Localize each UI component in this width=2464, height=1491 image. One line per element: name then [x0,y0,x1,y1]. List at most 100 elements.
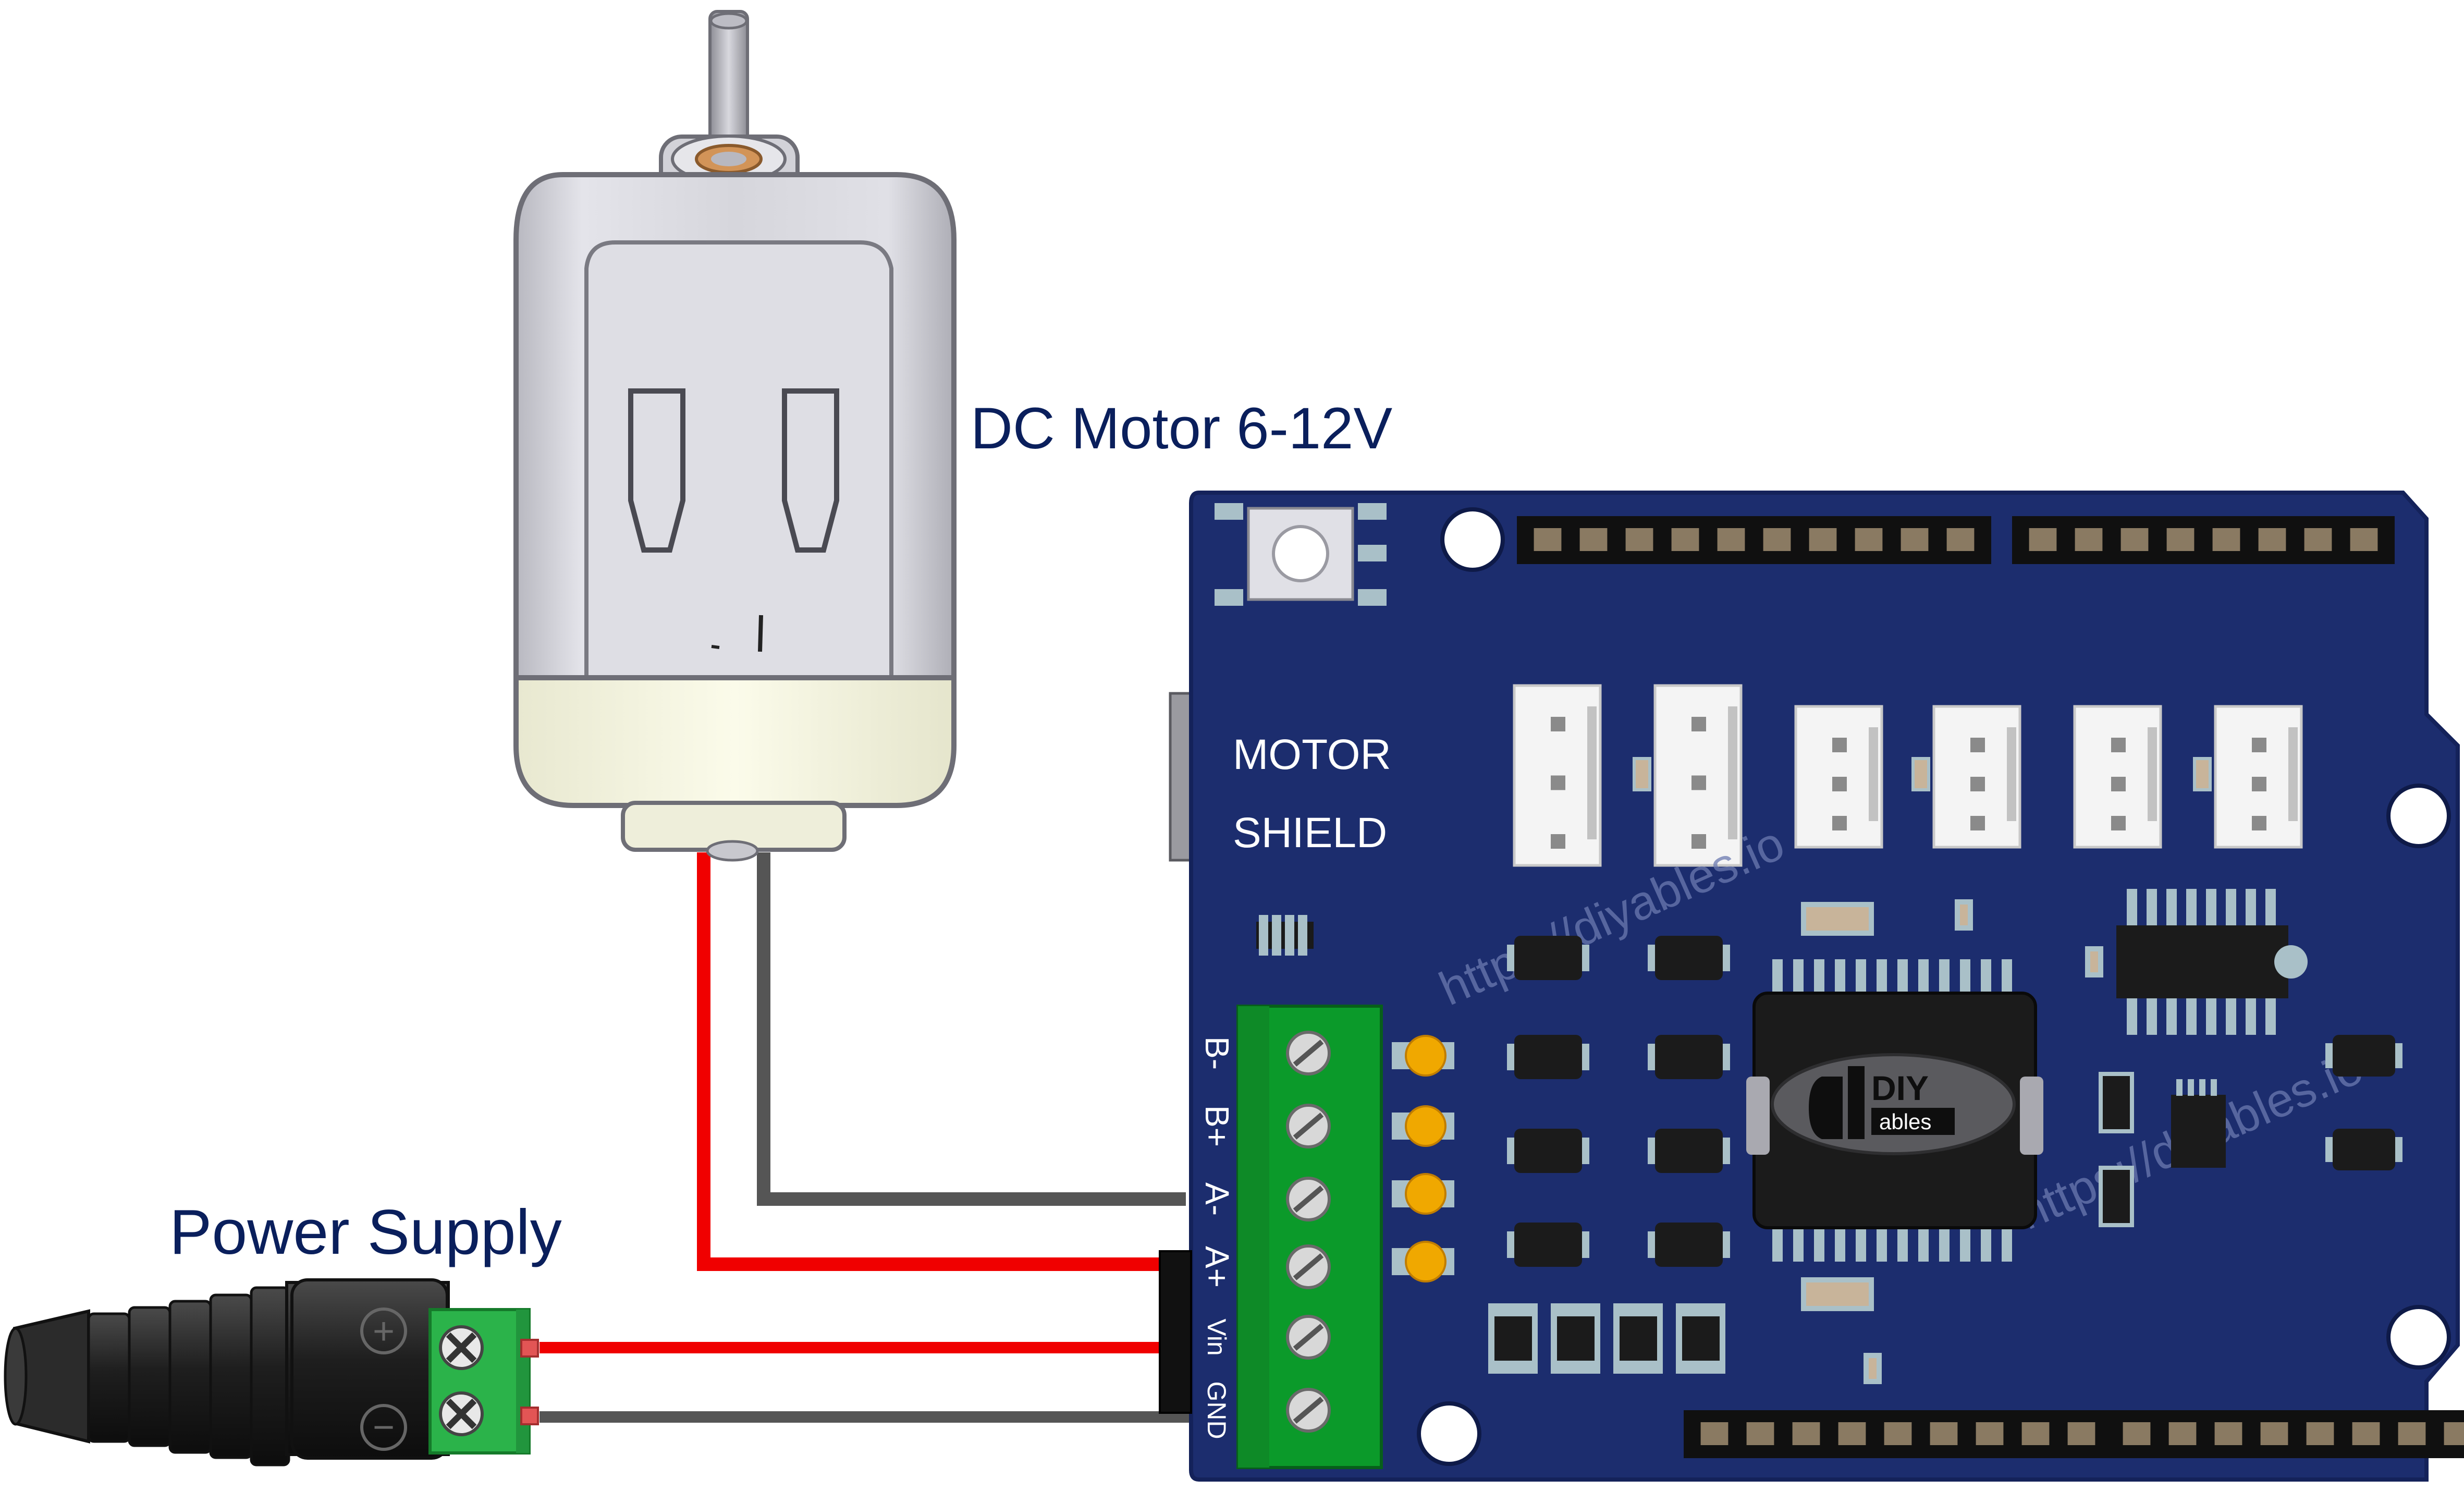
chip-pin [1897,959,1908,996]
ic-pin [2206,889,2216,928]
chip-pin [1960,1225,1970,1262]
header-pin [2029,528,2057,551]
smd-diode [1514,1129,1582,1173]
smd-parts [1488,899,2402,1384]
header-bottom-left [1684,1410,2158,1458]
motor-vent-left [628,388,685,553]
servo-pin [2252,777,2266,791]
header-pin [1809,528,1837,551]
ic-pin [2127,889,2137,928]
terminal-label-aplus: A+ [1198,1246,1236,1288]
status-leds [1392,1035,1454,1282]
servo-pin [1970,777,1985,791]
led-icon [1405,1173,1446,1215]
strain-relief [87,1286,290,1466]
header-pin [2021,1422,2050,1445]
resistor-array [2099,1166,2134,1227]
ic-chip-small [2171,1079,2226,1168]
header-pin [1976,1422,2004,1445]
header-pin [1884,1422,1912,1445]
header-top-right [2012,516,2395,564]
header-pin [1946,528,1975,551]
chip-pin [1877,1225,1887,1262]
servo-pin [1551,775,1565,790]
servo-pin [2111,738,2126,752]
smd-resistor [1911,757,1930,791]
ic-pin [2166,889,2177,928]
logo-text-bottom: ables [1879,1109,1931,1134]
shield-title-line1: MOTOR [1233,731,1391,778]
header-pin [1763,528,1791,551]
header-bottom-right [2106,1410,2464,1458]
header-pin [1579,528,1608,551]
header-pin [2212,528,2240,551]
ic-pin [2147,996,2157,1035]
chip-pin [1981,1225,1991,1262]
servo-pin [1832,738,1847,752]
chip-pin [1897,1225,1908,1262]
header-pin [1901,528,1929,551]
smd-diode [1514,936,1582,980]
motor-shield-board: MOTOR SHIELD https://diyables.io https:/… [1159,491,2464,1482]
led-icon [1405,1241,1446,1282]
header-top-left [1517,516,1991,564]
header-pin [2352,1422,2380,1445]
servo-pin [1832,816,1847,830]
smd-transistor [1557,1316,1595,1361]
terminal-label-bminus: B- [1198,1036,1236,1070]
header-pin [1838,1422,1866,1445]
ic-pin [2265,889,2276,928]
chip-pin [1814,1225,1824,1262]
logo-text-top: DIY [1871,1069,1929,1107]
ic-pin [2186,889,2197,928]
ic-pin [2265,996,2276,1035]
chip-pin [1814,959,1824,996]
smd-resistor [2193,757,2212,791]
header-pin [2260,1422,2288,1445]
smd-diode [1655,1223,1723,1267]
smd-resistor [1801,1277,1874,1311]
servo-pin [2111,777,2126,791]
screw-terminal-block [1236,1005,1383,1469]
motor-end-cap [513,675,957,808]
motor-vent-right [782,388,839,553]
ic-pin [2166,996,2177,1035]
header-pin [2444,1422,2464,1445]
servo-pin [1970,816,1985,830]
smd-diode [1514,1035,1582,1079]
dc-power-jack-icon: + − [4,1278,539,1466]
header-pin [2123,1422,2151,1445]
servo-pin [2252,816,2266,830]
wire-motor-red [697,852,1186,1271]
smd-diode [1655,1129,1723,1173]
header-pin [1625,528,1653,551]
chip-pin [1981,959,1991,996]
power-supply-label: Power Supply [169,1196,562,1267]
smd-resistor [1864,1353,1882,1384]
wire-motor-gray [757,852,1186,1206]
header-pin [2067,1422,2095,1445]
smd-resistor [1955,899,1973,931]
mount-hole-r2 [2386,1305,2451,1370]
header-pin [1671,528,1699,551]
servo-pin [1832,777,1847,791]
resistor-array [1256,915,1314,956]
servo-pin [2252,738,2266,752]
chip-pin [1793,1225,1804,1262]
header-pin [1717,528,1745,551]
header-pin [2075,528,2103,551]
ic-pin [2246,889,2256,928]
terminal-label-bplus: B+ [1198,1105,1236,1147]
header-pin [2304,528,2332,551]
header-strip [2012,516,2395,564]
header-pin [2306,1422,2334,1445]
smd-resistor [1633,757,1651,791]
chip-pin [1918,1225,1929,1262]
chip-pin [1835,1225,1845,1262]
servo-pin [1551,834,1565,849]
smd-resistor [1801,902,1874,936]
smd-diode [1514,1223,1582,1267]
header-pin [1700,1422,1729,1445]
ic-chip-right [2116,889,2308,1035]
header-pin [2166,528,2195,551]
